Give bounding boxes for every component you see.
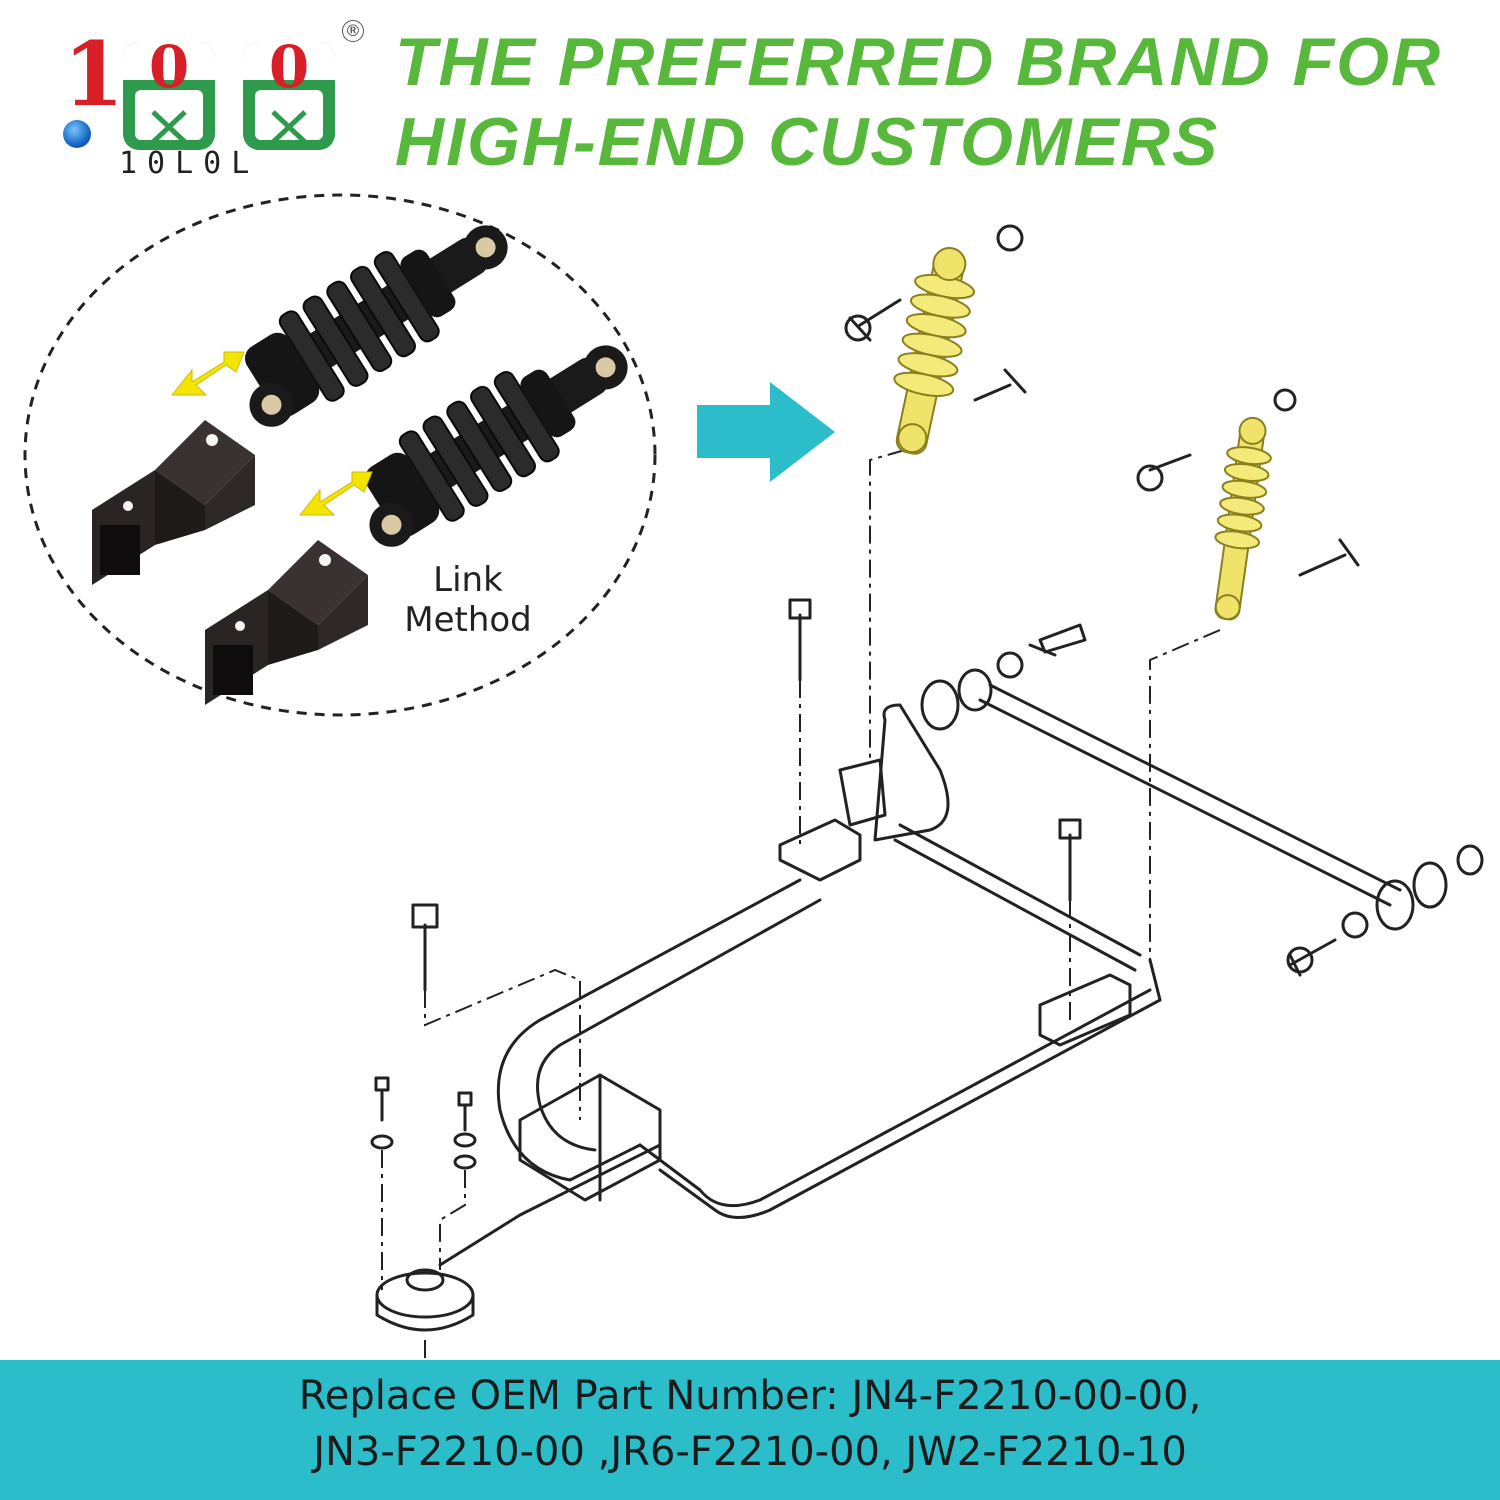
- logo-digit-one: 1: [63, 22, 125, 126]
- logo-tile-left: 0: [123, 42, 215, 150]
- oem-part-banner: Replace OEM Part Number: JN4-F2210-00-00…: [0, 1360, 1500, 1500]
- double-arrow-icon: [170, 351, 373, 516]
- inset-dashed-outline: [23, 193, 657, 717]
- black-shock-absorber-1: [244, 225, 508, 427]
- brand-name: 10L0L: [119, 146, 260, 181]
- oem-part-line-2: JN3-F2210-00 ,JR6-F2210-00, JW2-F2210-10: [313, 1429, 1187, 1475]
- right-arrow-icon: [697, 382, 835, 482]
- brand-logo: 1 0 0 ® 10L0L: [55, 20, 365, 185]
- registered-mark: ®: [342, 20, 364, 42]
- mount-bracket-2: [205, 540, 368, 705]
- link-method-label-line-1: Link: [433, 560, 503, 600]
- yellow-shock-absorber-2: [1214, 416, 1272, 621]
- link-method-label-line-2: Method: [404, 600, 532, 640]
- headline-line-1: THE PREFERRED BRAND FOR: [395, 24, 1443, 100]
- globe-icon: [63, 120, 91, 148]
- yellow-shock-absorber-1: [893, 247, 975, 455]
- black-shock-absorber-2: [364, 345, 628, 547]
- headline: THE PREFERRED BRAND FOR HIGH-END CUSTOME…: [395, 22, 1480, 182]
- frame-line-art: [370, 224, 1484, 1332]
- link-method-label: Link Method: [388, 560, 548, 640]
- assembly-guide-lines: [381, 449, 1221, 1360]
- oem-part-text: Replace OEM Part Number: JN4-F2210-00-00…: [0, 1368, 1500, 1480]
- logo-tile-right: 0: [243, 42, 335, 150]
- oem-part-line-1: Replace OEM Part Number: JN4-F2210-00-00…: [298, 1373, 1202, 1419]
- headline-line-2: HIGH-END CUSTOMERS: [395, 104, 1220, 180]
- mount-bracket-1: [92, 420, 255, 585]
- logo-cross-icon: [271, 110, 307, 144]
- installation-diagram: [23, 193, 1484, 1360]
- logo-cross-icon: [151, 110, 187, 144]
